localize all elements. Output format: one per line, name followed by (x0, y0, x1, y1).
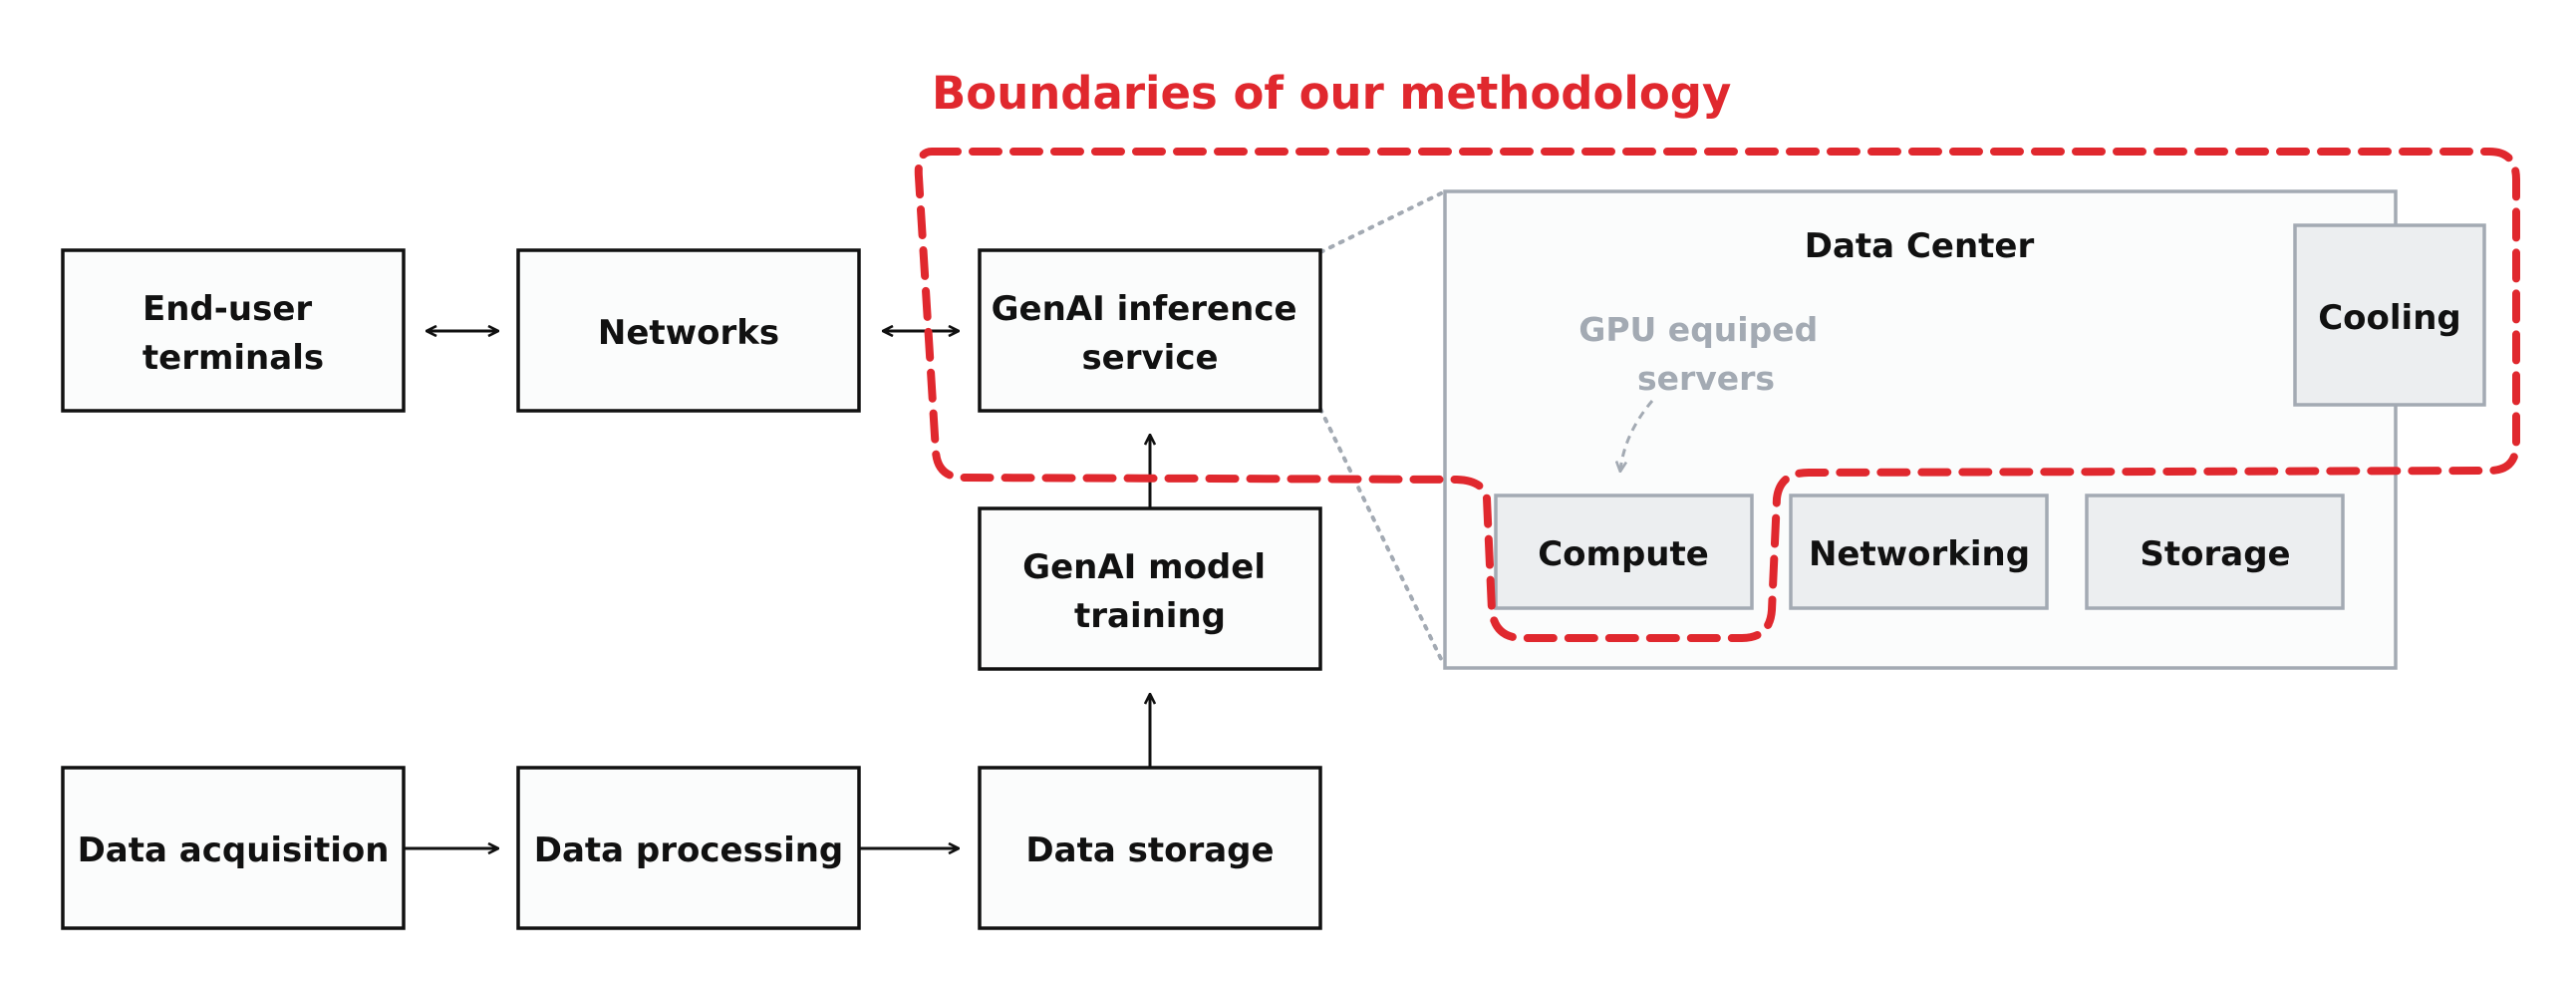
component-networking: Networking (1789, 494, 2049, 610)
data-center-title: Data Center (1805, 226, 2035, 266)
component-compute: Compute (1494, 494, 1754, 610)
box-networks: Networks (516, 248, 861, 413)
svg-text:GenAI inference service: GenAI inference service (992, 289, 1309, 378)
svg-text:Cooling: Cooling (2318, 298, 2461, 338)
svg-text:Storage: Storage (2140, 534, 2290, 574)
component-storage: Storage (2085, 494, 2345, 610)
box-genai-model-training: GenAI model training (978, 506, 1322, 671)
svg-text:Networking: Networking (1809, 534, 2030, 574)
box-data-processing: Data processing (516, 766, 861, 930)
svg-text:End-user terminals: End-user terminals (143, 289, 324, 378)
boundary-title: Boundaries of our methodology (932, 67, 1731, 120)
component-cooling: Cooling (2293, 223, 2486, 407)
zoom-line-bottom (1318, 407, 1445, 665)
svg-text:Data storage: Data storage (1025, 830, 1274, 870)
svg-text:Data acquisition: Data acquisition (78, 830, 390, 870)
box-end-user-terminals: End-user terminals (61, 248, 406, 413)
svg-text:Data processing: Data processing (534, 830, 844, 870)
box-data-acquisition: Data acquisition (61, 766, 406, 930)
box-data-storage: Data storage (978, 766, 1322, 930)
box-genai-inference-service: GenAI inference service (978, 248, 1322, 413)
methodology-boundary (914, 148, 2520, 642)
gpu-note: GPU equiped servers (1578, 310, 1830, 398)
zoom-line-top (1318, 191, 1443, 254)
gpu-arrow (1620, 400, 1654, 471)
svg-text:Compute: Compute (1538, 534, 1709, 574)
svg-text:Networks: Networks (598, 313, 779, 353)
svg-text:GenAI model training: GenAI model training (1022, 547, 1278, 636)
